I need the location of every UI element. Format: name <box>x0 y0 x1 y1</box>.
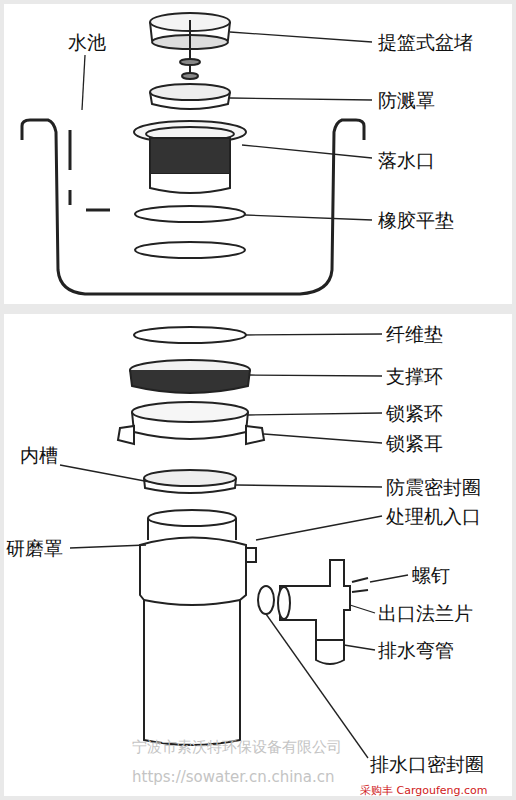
part-label: 排水口密封圈 <box>370 753 484 775</box>
gasket <box>135 242 245 258</box>
part-label: 支撑环 <box>386 365 443 387</box>
part-label: 提篮式盆堵 <box>378 31 473 53</box>
support-ring <box>130 360 250 393</box>
lock-ring <box>118 402 264 444</box>
anti-vibration-seal <box>144 470 236 493</box>
part-label: 处理机入口 <box>386 505 481 527</box>
drain-elbow <box>258 560 368 664</box>
part-label: 研磨罩 <box>6 537 63 559</box>
part-label: 排水弯管 <box>378 639 454 661</box>
leader-lines <box>82 32 372 220</box>
top-panel <box>4 4 512 304</box>
leader-lines-bottom <box>60 334 408 758</box>
disposer-unit <box>140 510 256 745</box>
basket-strainer <box>150 13 230 80</box>
sink-outline <box>22 120 364 294</box>
watermark: https://sowater.cn.china.cn <box>132 766 335 788</box>
bottom-panel <box>4 314 512 796</box>
part-label: 纤维垫 <box>386 323 443 345</box>
watermark: 宁波市索沃特环保设备有限公司 <box>132 736 342 758</box>
part-label: 出口法兰片 <box>378 602 473 624</box>
part-label: 内槽 <box>20 444 58 466</box>
part-label: 落水口 <box>378 149 435 171</box>
part-label: 锁紧环 <box>386 402 443 424</box>
part-label: 水池 <box>68 31 106 53</box>
splash-guard <box>150 84 230 109</box>
fiber-gasket <box>134 327 246 343</box>
sink-shading <box>70 130 110 210</box>
rubber-gasket <box>135 206 245 222</box>
watermark: 采购丰 Cargoufeng.com <box>360 780 488 800</box>
part-label: 防震密封圈 <box>386 476 481 498</box>
part-label: 螺钉 <box>412 564 450 586</box>
part-label: 橡胶平垫 <box>378 209 454 231</box>
part-label: 防溅罩 <box>378 89 435 111</box>
sink-flange <box>134 121 246 193</box>
part-label: 锁紧耳 <box>386 432 443 454</box>
